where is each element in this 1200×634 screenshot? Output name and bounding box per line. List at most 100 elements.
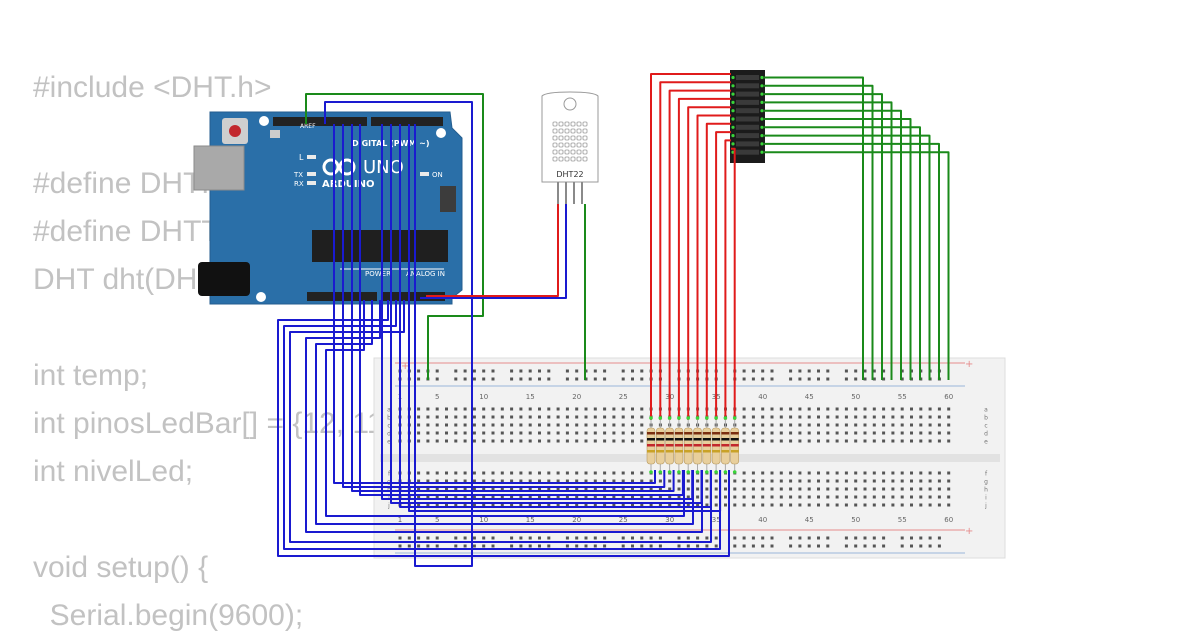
breadboard-hole[interactable] — [751, 503, 755, 507]
rail-hole[interactable] — [640, 369, 644, 373]
breadboard-hole[interactable] — [817, 471, 820, 475]
breadboard-hole[interactable] — [807, 439, 811, 443]
resistors[interactable] — [646, 416, 740, 474]
breadboard-hole[interactable] — [789, 503, 793, 507]
rail-hole[interactable] — [417, 369, 421, 373]
breadboard-hole[interactable] — [491, 423, 495, 427]
breadboard-hole[interactable] — [575, 407, 579, 411]
breadboard-hole[interactable] — [789, 407, 793, 411]
breadboard-hole[interactable] — [854, 487, 858, 491]
breadboard-hole[interactable] — [900, 407, 904, 411]
breadboard-hole[interactable] — [686, 495, 690, 499]
rail-hole[interactable] — [565, 377, 569, 381]
rail-hole[interactable] — [928, 544, 932, 548]
breadboard-hole[interactable] — [640, 407, 644, 411]
breadboard-hole[interactable] — [565, 479, 569, 483]
breadboard-hole[interactable] — [733, 487, 737, 491]
rail-hole[interactable] — [621, 369, 625, 373]
breadboard-hole[interactable] — [798, 503, 802, 507]
breadboard-hole[interactable] — [621, 487, 625, 491]
breadboard-hole[interactable] — [807, 503, 811, 507]
breadboard-hole[interactable] — [510, 503, 514, 507]
breadboard-hole[interactable] — [770, 487, 774, 491]
breadboard-hole[interactable] — [463, 487, 467, 491]
breadboard-hole[interactable] — [547, 495, 551, 499]
rail-hole[interactable] — [714, 544, 718, 548]
wire-led-anode[interactable] — [696, 114, 732, 421]
breadboard-hole[interactable] — [696, 487, 700, 491]
breadboard-hole[interactable] — [742, 495, 746, 499]
breadboard-hole[interactable] — [742, 471, 746, 475]
breadboard-hole[interactable] — [891, 431, 895, 435]
breadboard-hole[interactable] — [538, 503, 541, 507]
breadboard-hole[interactable] — [463, 503, 467, 507]
breadboard-hole[interactable] — [631, 503, 634, 507]
breadboard-hole[interactable] — [593, 495, 597, 499]
rail-hole[interactable] — [854, 544, 858, 548]
breadboard-hole[interactable] — [500, 423, 504, 427]
rail-hole[interactable] — [519, 544, 523, 548]
rail-hole[interactable] — [742, 377, 746, 381]
breadboard-hole[interactable] — [491, 415, 495, 419]
breadboard-hole[interactable] — [696, 503, 700, 507]
rail-hole[interactable] — [798, 377, 802, 381]
wire-digital-12[interactable] — [324, 101, 473, 567]
resistor-pin[interactable] — [732, 470, 737, 474]
rail-hole[interactable] — [631, 536, 634, 540]
breadboard-hole[interactable] — [863, 423, 867, 427]
rail-hole[interactable] — [817, 536, 820, 540]
breadboard-hole[interactable] — [817, 487, 820, 491]
breadboard-hole[interactable] — [593, 487, 597, 491]
rail-hole[interactable] — [426, 544, 430, 548]
rail-hole[interactable] — [742, 369, 746, 373]
breadboard-hole[interactable] — [510, 439, 514, 443]
rail-hole[interactable] — [482, 536, 486, 540]
breadboard-hole[interactable] — [556, 415, 560, 419]
breadboard-hole[interactable] — [510, 479, 514, 483]
breadboard-hole[interactable] — [472, 495, 476, 499]
breadboard-hole[interactable] — [463, 471, 467, 475]
breadboard-hole[interactable] — [751, 439, 755, 443]
breadboard-hole[interactable] — [454, 471, 458, 475]
breadboard-hole[interactable] — [426, 471, 430, 475]
breadboard-hole[interactable] — [631, 495, 634, 499]
breadboard-hole[interactable] — [882, 439, 886, 443]
breadboard-hole[interactable] — [621, 503, 625, 507]
rail-hole[interactable] — [872, 369, 876, 373]
breadboard-hole[interactable] — [751, 407, 755, 411]
breadboard-hole[interactable] — [947, 415, 951, 419]
breadboard-hole[interactable] — [891, 503, 895, 507]
breadboard-hole[interactable] — [770, 503, 774, 507]
breadboard-hole[interactable] — [538, 479, 541, 483]
breadboard-hole[interactable] — [593, 479, 597, 483]
breadboard-hole[interactable] — [575, 439, 579, 443]
breadboard-hole[interactable] — [528, 407, 532, 411]
breadboard-hole[interactable] — [445, 407, 448, 411]
rail-hole[interactable] — [463, 377, 467, 381]
arduino-uno-board[interactable]: AREF DIGITAL (PWM ~) L TX RX ON UNO ARDU… — [193, 111, 463, 305]
breadboard-hole[interactable] — [463, 495, 467, 499]
breadboard-hole[interactable] — [649, 495, 653, 499]
rail-hole[interactable] — [854, 377, 858, 381]
breadboard-hole[interactable] — [900, 495, 904, 499]
breadboard-hole[interactable] — [937, 471, 941, 475]
breadboard-hole[interactable] — [807, 415, 811, 419]
breadboard-hole[interactable] — [770, 423, 774, 427]
breadboard-hole[interactable] — [603, 503, 607, 507]
rail-hole[interactable] — [937, 544, 941, 548]
breadboard-hole[interactable] — [482, 407, 486, 411]
breadboard-hole[interactable] — [770, 431, 774, 435]
breadboard-hole[interactable] — [928, 439, 932, 443]
wire-loop[interactable] — [325, 300, 685, 517]
breadboard-hole[interactable] — [900, 487, 904, 491]
breadboard-hole[interactable] — [900, 471, 904, 475]
breadboard-hole[interactable] — [500, 495, 504, 499]
breadboard-hole[interactable] — [826, 471, 830, 475]
breadboard-hole[interactable] — [445, 503, 448, 507]
breadboard-hole[interactable] — [575, 495, 579, 499]
led-pin-cathode[interactable] — [760, 75, 764, 80]
breadboard-hole[interactable] — [919, 487, 923, 491]
breadboard-hole[interactable] — [426, 431, 430, 435]
breadboard-hole[interactable] — [472, 479, 476, 483]
rail-hole[interactable] — [770, 377, 774, 381]
